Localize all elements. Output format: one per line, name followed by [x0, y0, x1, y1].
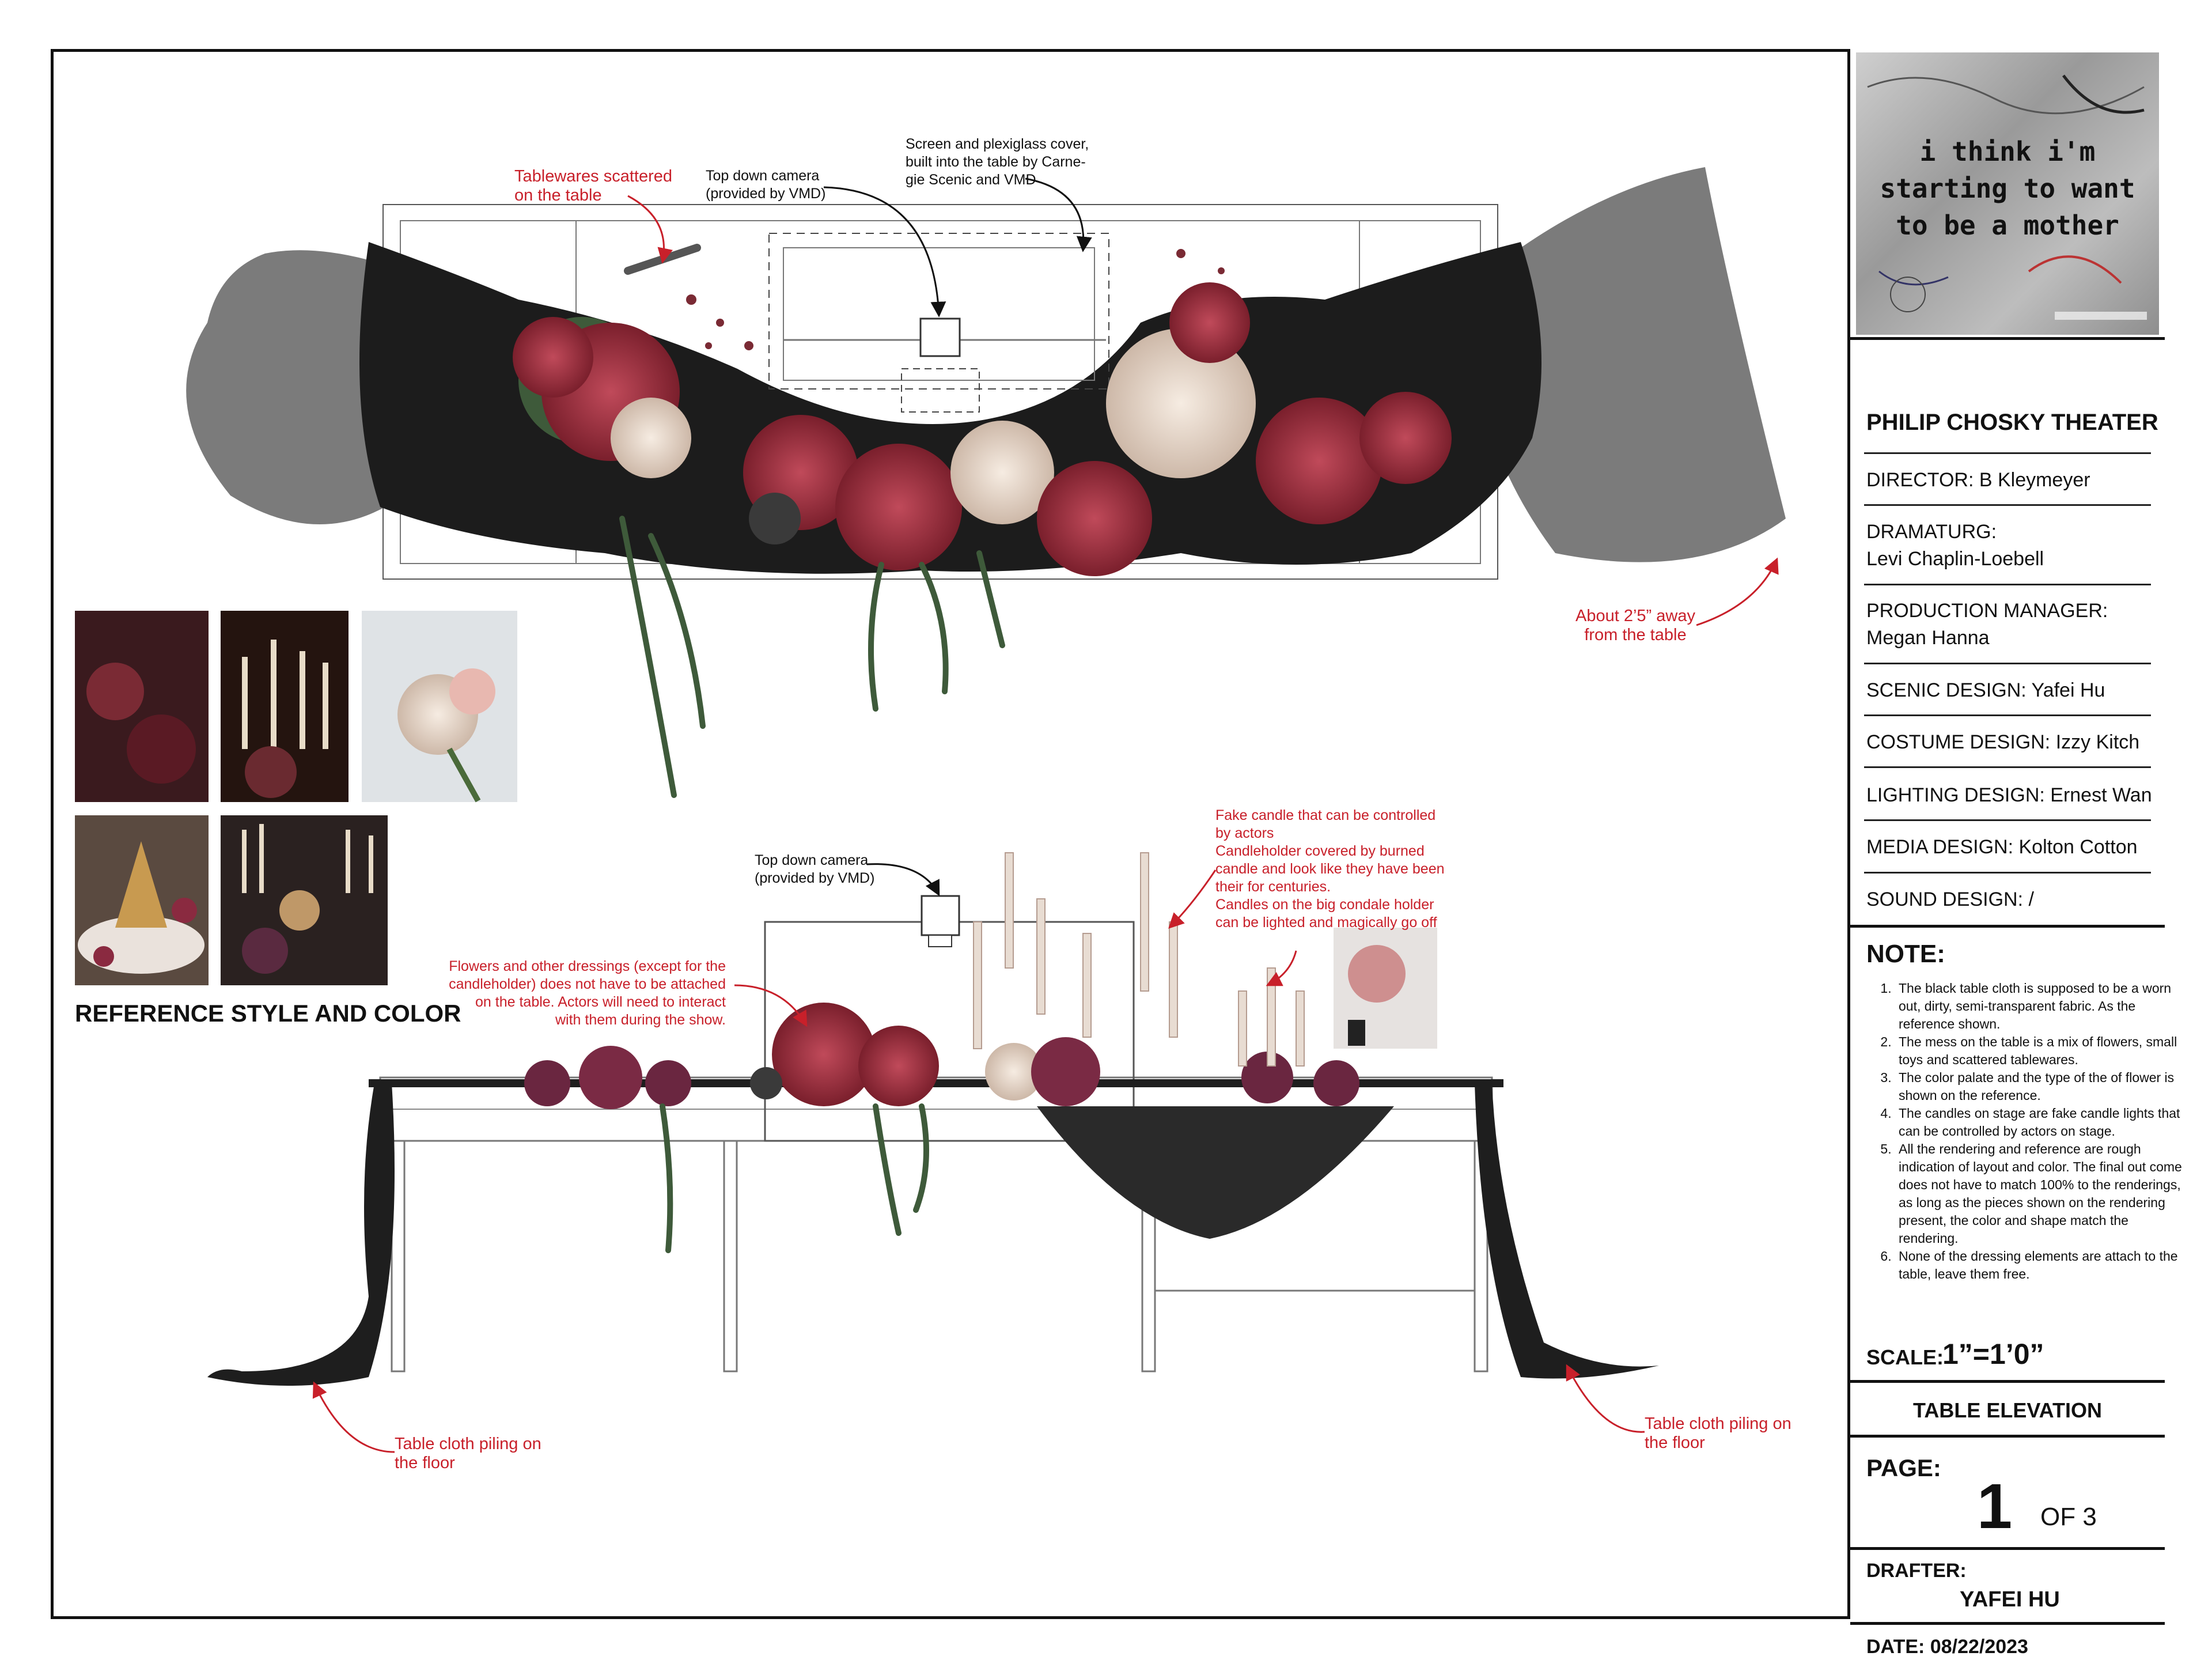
drafter-label: DRAFTER: — [1866, 1560, 1967, 1582]
note-item: The candles on stage are fake candle lig… — [1895, 1105, 2183, 1140]
note-heading: NOTE: — [1866, 940, 1945, 968]
arrow-candle — [1168, 869, 1217, 929]
label-flowers: Flowers and other dressings (except for … — [449, 958, 726, 1028]
label-cloth-left: Table cloth piling on the floor — [395, 1435, 541, 1472]
reference-heading: REFERENCE STYLE AND COLOR — [75, 1000, 461, 1027]
label-plan-camera: Top down camera (provided by VMD) — [706, 168, 826, 202]
arrow-tablewares — [627, 195, 673, 264]
plan-view — [186, 167, 1786, 798]
arrow-cloth-right — [1566, 1364, 1645, 1433]
page-label: PAGE: — [1866, 1454, 1941, 1481]
credit-lighting: LIGHTING DESIGN: Ernest Wan — [1866, 784, 2152, 806]
theater-name: PHILIP CHOSKY THEATER — [1866, 410, 2158, 435]
note-item: The color palate and the type of the of … — [1895, 1069, 2183, 1105]
note-item: None of the dressing elements are attach… — [1895, 1247, 2183, 1283]
note-item: All the rendering and reference are roug… — [1895, 1140, 2183, 1247]
label-cloth-right: Table cloth piling on the floor — [1645, 1415, 1791, 1452]
page-number: 1 — [1977, 1471, 2013, 1542]
credit-production-manager-label: PRODUCTION MANAGER: — [1866, 600, 2108, 622]
scribble-texture — [1867, 74, 2147, 320]
plan-screen-dashed — [768, 233, 1109, 390]
plan-cloth-right-wing — [1475, 167, 1786, 562]
elev-cloth-right — [1475, 1083, 1659, 1379]
scale-value: 1”=1’0” — [1942, 1338, 2044, 1370]
elev-cloth-drape — [1037, 1106, 1394, 1239]
arrow-elev-camera — [866, 863, 940, 897]
scale-label: SCALE: — [1866, 1345, 1944, 1369]
elev-candles — [973, 852, 1305, 1067]
drafter-name: YAFEI HU — [1960, 1587, 2060, 1612]
credit-director: DIRECTOR: B Kleymeyer — [1866, 469, 2090, 491]
label-screen: Screen and plexiglass cover, built into … — [906, 136, 1089, 188]
plan-vines — [619, 516, 1005, 798]
note-item: The mess on the table is a mix of flower… — [1895, 1033, 2183, 1069]
credit-dramaturg-label: DRAMATURG: — [1866, 521, 1997, 543]
credit-sound: SOUND DESIGN: / — [1866, 888, 2034, 910]
reference-images — [75, 611, 1437, 1049]
show-title: i think i'm starting to want to be a mot… — [1880, 136, 2135, 241]
label-elev-camera: Top down camera (provided by VMD) — [755, 852, 875, 886]
credit-scenic: SCENIC DESIGN: Yafei Hu — [1866, 679, 2105, 701]
label-away: About 2’5” away from the table — [1575, 607, 1695, 644]
note-item: The black table cloth is supposed to be … — [1895, 980, 2183, 1033]
elevation-view — [207, 852, 1659, 1453]
label-tablewares: Tablewares scattered on the table — [514, 167, 673, 205]
elev-cloth-left — [207, 1083, 395, 1386]
arrow-cloth-left — [312, 1381, 395, 1453]
elev-camera-box — [921, 895, 960, 936]
credit-media: MEDIA DESIGN: Kolton Cotton — [1866, 836, 2138, 858]
arrow-candle-holder — [1266, 950, 1297, 986]
plan-cloth-left-wing — [186, 250, 403, 524]
plan-flowers — [513, 282, 1452, 576]
arrow-screen — [1025, 177, 1092, 252]
date: DATE: 08/22/2023 — [1866, 1636, 2028, 1658]
arrow-away — [1696, 557, 1779, 626]
notes-list: The black table cloth is supposed to be … — [1866, 980, 2183, 1283]
credit-costume: COSTUME DESIGN: Izzy Kitch — [1866, 731, 2140, 753]
arrow-flowers — [734, 984, 808, 1027]
page-of: OF 3 — [2040, 1503, 2097, 1531]
credit-dramaturg-value: Levi Chaplin-Loebell — [1866, 548, 2044, 570]
credit-production-manager-value: Megan Hanna — [1866, 627, 1990, 649]
plan-camera-box — [919, 317, 961, 357]
elev-flowers — [524, 1003, 1359, 1109]
show-title-artwork: i think i'm starting to want to be a mot… — [1856, 52, 2159, 335]
label-candle: Fake candle that can be controlled by ac… — [1215, 807, 1445, 931]
sheet-title: TABLE ELEVATION — [1913, 1398, 2102, 1422]
arrow-plan-camera — [823, 186, 946, 317]
title-block: i think i'm starting to want to be a mot… — [1847, 49, 2182, 1658]
